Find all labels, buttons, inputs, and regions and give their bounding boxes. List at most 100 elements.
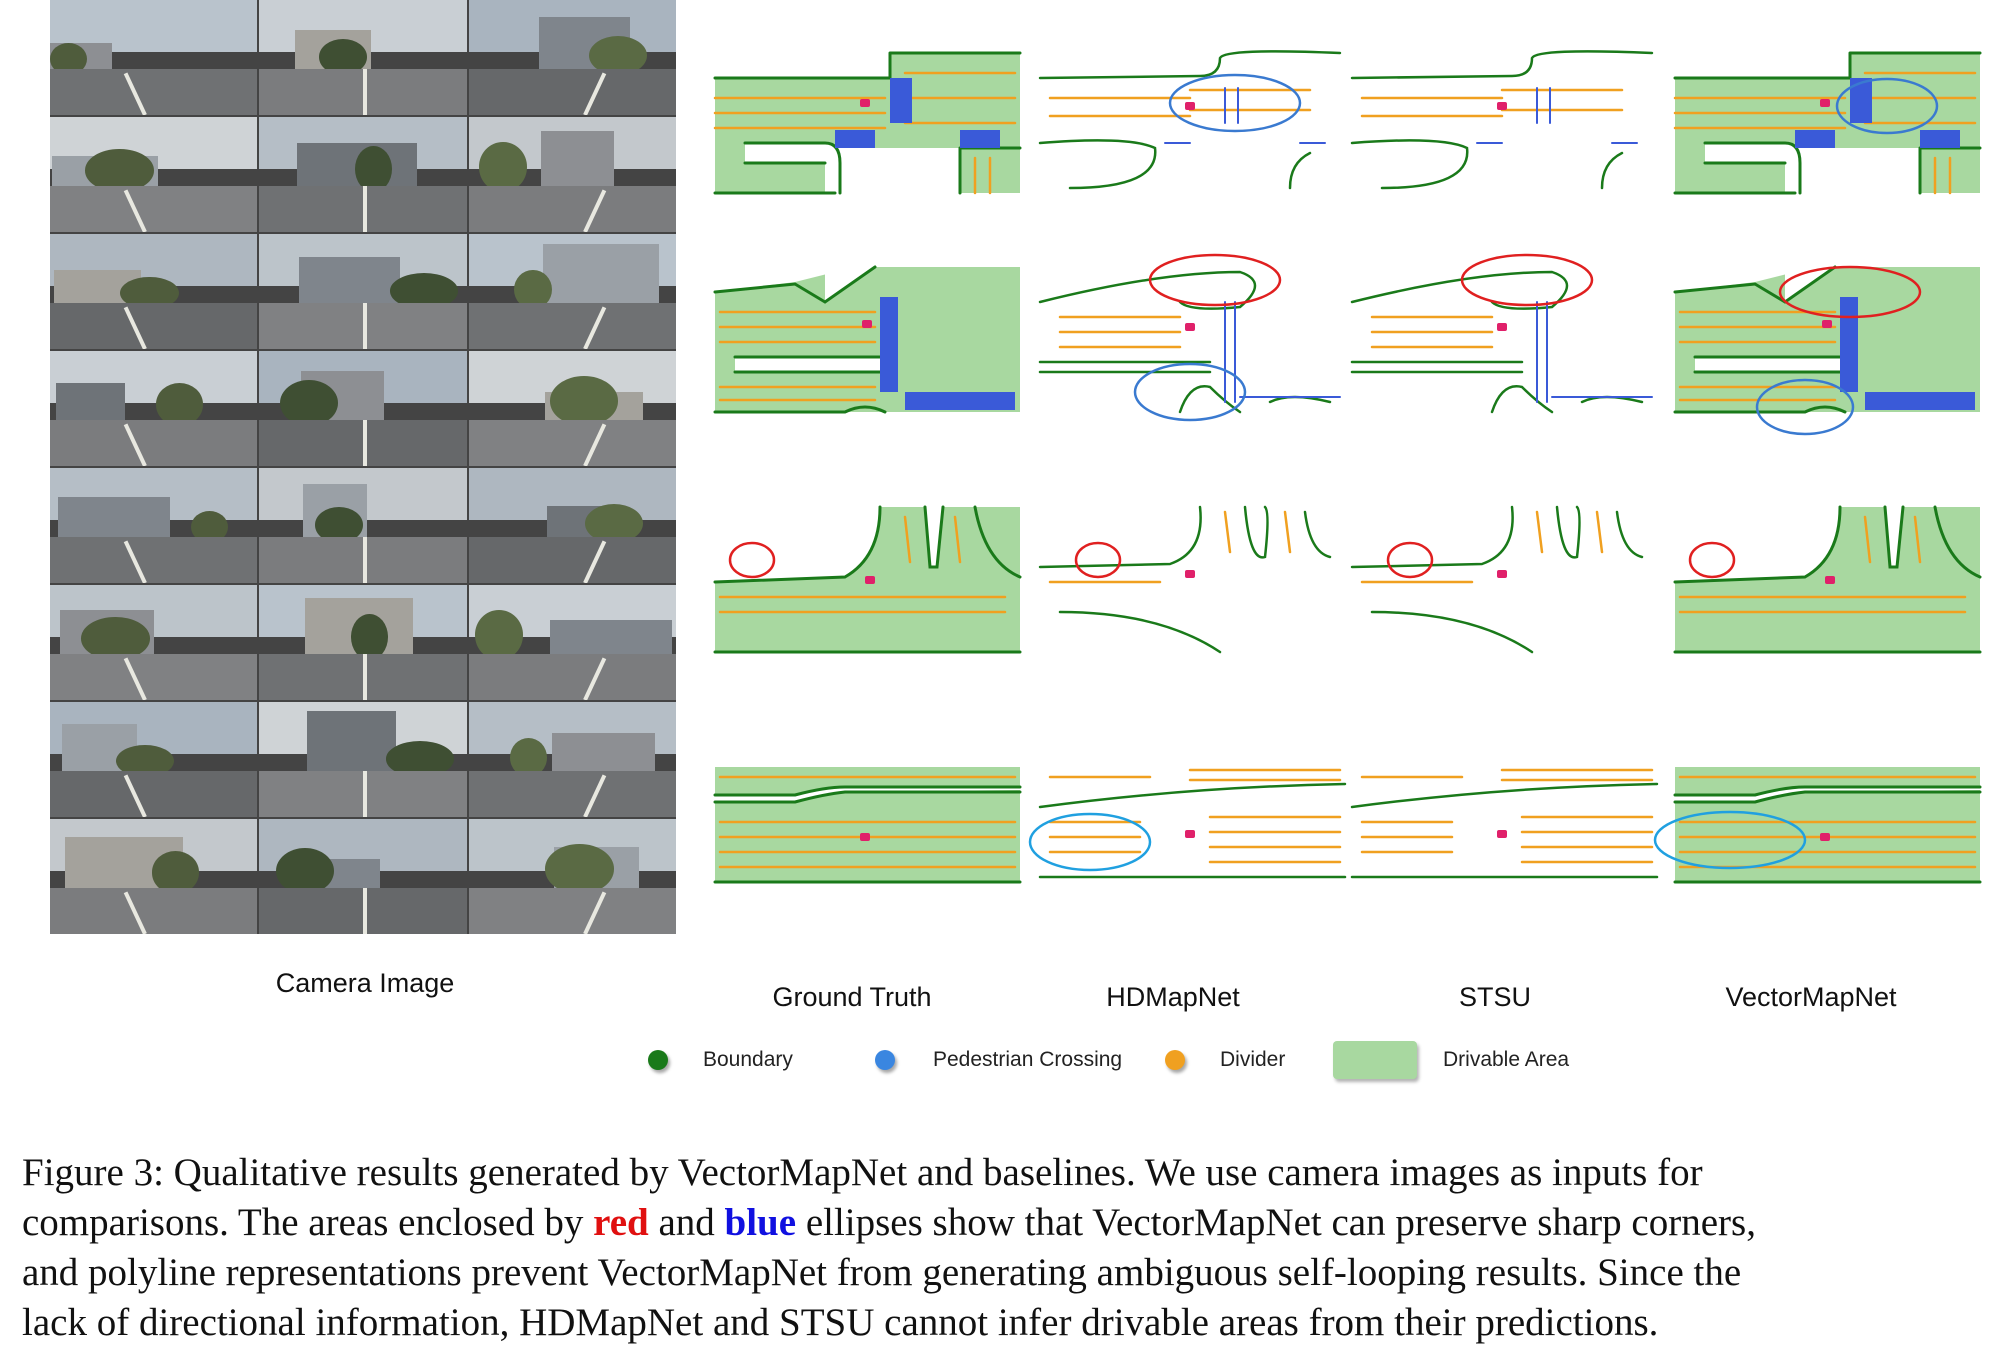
boundary-line: [1040, 272, 1255, 309]
caption-line-4: lack of directional information, HDMapNe…: [22, 1298, 1997, 1348]
camera-tile: [469, 468, 676, 583]
ego-vehicle-icon: [1820, 99, 1830, 107]
ego-vehicle-icon: [1185, 570, 1195, 578]
map-svg: [1675, 48, 1980, 208]
caption-text: comparisons. The areas enclosed by: [22, 1201, 593, 1244]
pedestrian-crossing: [1865, 392, 1975, 410]
highlight-ellipse-red: [1076, 543, 1120, 577]
ego-vehicle-icon: [865, 576, 875, 584]
pedestrian-crossing: [1795, 130, 1835, 148]
boundary-line: [1245, 507, 1268, 557]
divider-dot-icon: [1165, 1050, 1185, 1070]
map-svg: [1040, 502, 1345, 662]
camera-tile: [50, 0, 257, 115]
ego-vehicle-icon: [860, 833, 870, 841]
pedestrian-crossing: [1920, 130, 1960, 148]
legend-label: Boundary: [703, 1048, 793, 1072]
ego-vehicle-icon: [1185, 323, 1195, 331]
camera-image-grid: [50, 0, 676, 934]
caption-blue-word: blue: [725, 1201, 797, 1244]
camera-tile: [469, 351, 676, 466]
highlight-ellipse-red: [1462, 255, 1592, 305]
boundary-line: [1040, 51, 1340, 78]
camera-tile: [259, 351, 466, 466]
highlight-ellipse-red: [730, 543, 774, 577]
caption-line-3: and polyline representations prevent Vec…: [22, 1248, 1997, 1298]
column-label-ground-truth: Ground Truth: [717, 982, 987, 1013]
map-panel-row3-stsu: [1352, 502, 1657, 662]
boundary-line: [1352, 362, 1522, 372]
ego-vehicle-icon: [862, 320, 872, 328]
highlight-ellipse-red: [1150, 255, 1280, 305]
divider-line: [1537, 512, 1542, 552]
boundary-line: [1180, 386, 1330, 412]
boundary-line: [1060, 612, 1220, 652]
legend-label: Drivable Area: [1443, 1048, 1569, 1072]
boundary-line: [1557, 507, 1580, 557]
map-panel-row4-ground-truth: [715, 762, 1020, 922]
map-svg: [1675, 262, 1980, 422]
divider-line: [1225, 512, 1230, 552]
map-panel-row1-vectormapnet: [1675, 48, 1980, 208]
camera-tile: [50, 819, 257, 934]
pedestrian-crossing: [890, 78, 912, 123]
camera-tile: [469, 234, 676, 349]
divider-line: [1285, 512, 1290, 552]
camera-tile: [469, 0, 676, 115]
highlight-ellipse-red: [1690, 543, 1734, 577]
caption-text: ellipses show that VectorMapNet can pres…: [796, 1201, 1756, 1244]
boundary-line: [1492, 386, 1642, 412]
camera-tile: [469, 702, 676, 817]
drivable-area: [1675, 767, 1980, 882]
column-label-hdmapnet: HDMapNet: [1038, 982, 1308, 1013]
map-svg: [1040, 762, 1345, 922]
ego-vehicle-icon: [860, 99, 870, 107]
ego-vehicle-icon: [1825, 576, 1835, 584]
legend: Boundary Pedestrian Crossing Divider Dri…: [640, 1038, 1600, 1082]
map-panel-row2-stsu: [1352, 262, 1657, 422]
camera-tile: [50, 468, 257, 583]
camera-tile: [50, 702, 257, 817]
map-panel-row1-ground-truth: [715, 48, 1020, 208]
pedestrian-crossing: [1840, 297, 1858, 392]
column-label-stsu: STSU: [1360, 982, 1630, 1013]
column-label-vectormapnet: VectorMapNet: [1676, 982, 1946, 1013]
camera-tile: [259, 117, 466, 232]
map-svg: [1352, 48, 1657, 208]
legend-item-pedestrian-crossing: Pedestrian Crossing: [875, 1038, 1122, 1082]
map-svg: [1675, 502, 1980, 662]
pedestrian-crossing-dot-icon: [875, 1050, 895, 1070]
map-panel-row2-ground-truth: [715, 262, 1020, 422]
map-panel-row1-hdmapnet: [1040, 48, 1345, 208]
island: [1695, 357, 1850, 372]
boundary-line: [1352, 140, 1467, 188]
caption-line-2: comparisons. The areas enclosed by red a…: [22, 1198, 1997, 1248]
legend-item-divider: Divider: [1165, 1038, 1285, 1082]
camera-tile: [50, 351, 257, 466]
legend-item-boundary: Boundary: [648, 1038, 793, 1082]
map-panel-row3-hdmapnet: [1040, 502, 1345, 662]
boundary-line: [1352, 272, 1567, 309]
camera-tile: [259, 819, 466, 934]
map-panel-row4-hdmapnet: [1040, 762, 1345, 922]
caption-text: and: [649, 1201, 725, 1244]
camera-tile: [259, 585, 466, 700]
map-svg: [1675, 762, 1980, 922]
boundary-line: [1352, 51, 1652, 78]
ego-vehicle-icon: [1497, 830, 1507, 838]
map-svg: [1040, 262, 1345, 422]
boundary-line: [1352, 784, 1657, 807]
map-panel-row4-stsu: [1352, 762, 1657, 922]
map-panel-row3-vectormapnet: [1675, 502, 1980, 662]
map-panel-row2-hdmapnet: [1040, 262, 1345, 422]
boundary-line: [1040, 784, 1345, 807]
camera-tile: [259, 234, 466, 349]
ego-vehicle-icon: [1497, 102, 1507, 110]
boundary-line: [1305, 512, 1330, 557]
pedestrian-crossing: [960, 130, 1000, 148]
map-panel-row1-stsu: [1352, 48, 1657, 208]
ego-vehicle-icon: [1185, 830, 1195, 838]
camera-tile: [50, 117, 257, 232]
pedestrian-crossing: [880, 297, 898, 392]
